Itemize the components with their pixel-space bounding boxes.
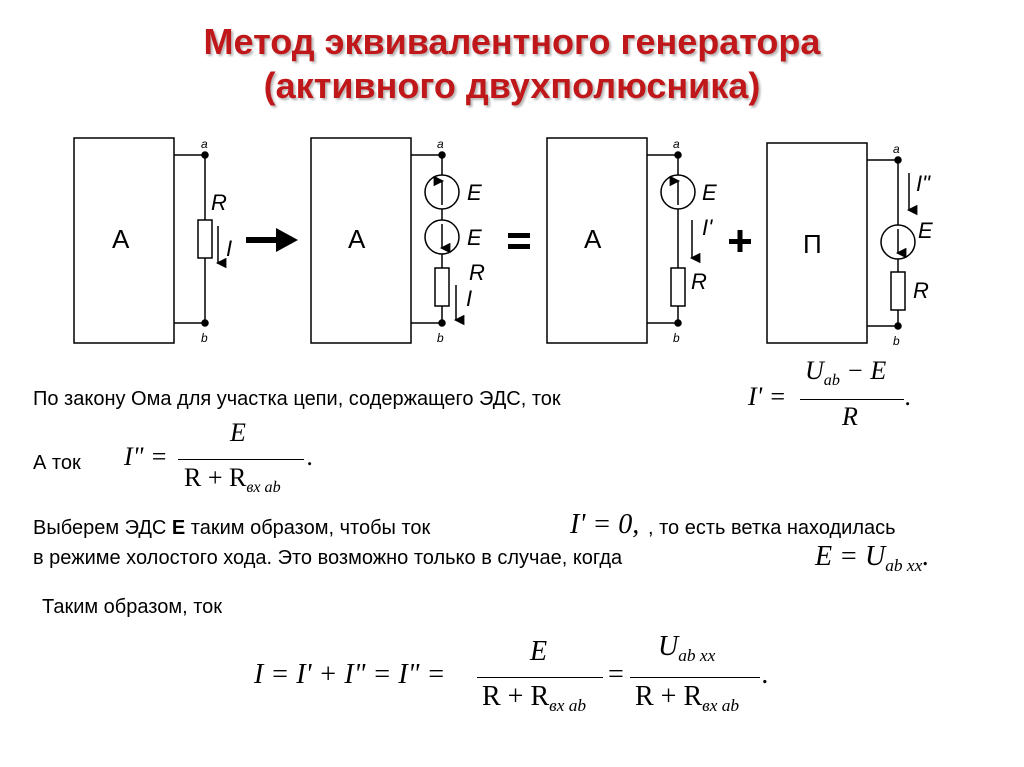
formula-e-equals-u: E = Uab xx. — [815, 541, 930, 576]
box-a-label-1: А — [112, 224, 130, 254]
node-a-label-4: a — [893, 142, 900, 156]
two-port-box-a-2 — [310, 137, 412, 344]
formula-final-denominator-1: R + Rвх ab — [482, 681, 587, 716]
node-b-3 — [674, 319, 682, 327]
two-port-box-a-1 — [73, 137, 175, 344]
formula-final-equals-2: = — [608, 659, 624, 690]
plus-sign — [729, 230, 751, 252]
circuit-1 — [73, 137, 227, 344]
formula-i2-numerator: E — [230, 418, 246, 447]
formula-i1-denominator: R — [842, 402, 858, 431]
i1-label-3: I' — [702, 215, 713, 240]
node-a-2 — [438, 151, 446, 159]
e-label-2b: E — [467, 225, 482, 250]
node-a-1 — [201, 151, 209, 159]
page-title-line-2: (активного двухполюсника) — [263, 65, 761, 106]
box-a-label-2: А — [348, 224, 366, 254]
resistor-r-3 — [670, 267, 686, 307]
node-a-label-2: a — [437, 137, 444, 151]
r-label-4: R — [913, 278, 929, 303]
node-b-label-1: b — [201, 331, 208, 345]
node-a-4 — [894, 156, 902, 164]
formula-final-fraction-bar-2 — [630, 677, 760, 678]
box-a-label-3: А — [584, 224, 602, 254]
formula-final-period: . — [762, 659, 769, 690]
node-b-4 — [894, 322, 902, 330]
resistor-r-1 — [197, 219, 213, 259]
box-p-label: П — [803, 229, 822, 259]
formula-i1-zero: I' = 0, — [570, 509, 640, 540]
e-label-4: E — [918, 218, 933, 243]
transform-arrow — [246, 228, 298, 252]
idle-mode-text: в режиме холостого хода. Это возможно то… — [33, 547, 623, 569]
formula-final-numerator-2: Uab xx — [658, 631, 716, 666]
i-label-1: I — [226, 236, 232, 261]
e-label-2a: E — [467, 180, 482, 205]
node-b-label-3: b — [673, 331, 680, 345]
node-b-label-2: b — [437, 331, 444, 345]
formula-i2-fraction-bar — [178, 459, 304, 460]
formula-i1-period: . — [905, 382, 912, 411]
node-b-2 — [438, 319, 446, 327]
formula-i1-numerator: Uab − E — [805, 356, 887, 389]
equals-sign — [508, 233, 530, 249]
circuit-diagram: А a b R I А a b E E R I — [73, 137, 933, 348]
r-label-1: R — [211, 190, 227, 215]
circuit-3 — [546, 137, 701, 344]
node-b-1 — [201, 319, 209, 327]
page-title-line-1: Метод эквивалентного генератора — [203, 21, 821, 62]
i-label-2: I — [466, 286, 472, 311]
formula-i2-period: . — [307, 442, 314, 471]
ohm-law-text: По закону Ома для участка цепи, содержащ… — [33, 388, 561, 410]
formula-final-lhs: I = I' + I" = I" = — [254, 659, 446, 690]
node-a-label-3: a — [673, 137, 680, 151]
formula-final-numerator-1: E — [530, 636, 548, 667]
formula-final-fraction-bar-1 — [477, 677, 603, 678]
formula-i2-denominator: R + Rвх ab — [184, 463, 281, 496]
r-label-2: R — [469, 260, 485, 285]
i2-label-4: I" — [916, 171, 931, 196]
node-a-3 — [674, 151, 682, 159]
resistor-r-4 — [890, 271, 906, 311]
branch-text: , то есть ветка находилась — [648, 517, 896, 539]
e-label-3: E — [702, 180, 717, 205]
r-label-3: R — [691, 269, 707, 294]
formula-i2-lhs: I" = — [124, 442, 168, 471]
formula-i1-lhs: I' = — [748, 382, 787, 411]
two-port-box-a-3 — [546, 137, 648, 344]
passive-box-p — [766, 142, 868, 344]
resistor-r-2 — [434, 267, 450, 307]
circuit-4 — [766, 142, 918, 344]
node-b-label-4: b — [893, 334, 900, 348]
and-current-text: А ток — [33, 452, 81, 474]
formula-i1-fraction-bar — [800, 399, 904, 400]
choose-emf-text: Выберем ЭДС E таким образом, чтобы ток — [33, 517, 431, 539]
formula-final-denominator-2: R + Rвх ab — [635, 681, 740, 716]
node-a-label-1: a — [201, 137, 208, 151]
circuit-2 — [310, 137, 465, 344]
thus-text: Таким образом, ток — [42, 596, 223, 618]
